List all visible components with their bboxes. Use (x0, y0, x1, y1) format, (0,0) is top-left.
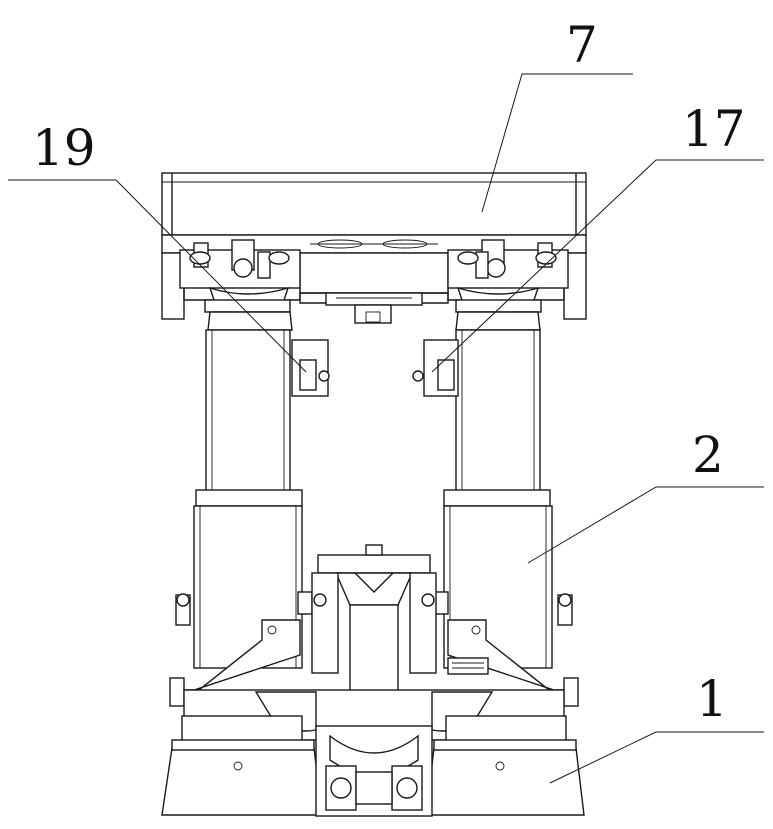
leader-17 (431, 159, 764, 373)
base (161, 725, 585, 817)
leader-lines (8, 73, 764, 784)
base-frame (169, 619, 579, 747)
leader-1 (549, 731, 764, 784)
label-part-17: 17 (682, 100, 746, 158)
label-part-2: 2 (692, 426, 724, 484)
left-clamp-assembly (179, 239, 301, 313)
central-link (311, 544, 437, 724)
leader-7 (481, 73, 633, 213)
label-part-1: 1 (696, 670, 728, 728)
labels: 7 19 17 2 1 (32, 16, 746, 728)
right-cylinder (412, 311, 573, 669)
left-cylinder (175, 311, 330, 669)
leader-2 (527, 486, 764, 564)
label-part-7: 7 (566, 16, 598, 74)
right-clamp-assembly (447, 239, 569, 313)
label-part-19: 19 (32, 119, 96, 177)
leader-19 (8, 179, 307, 373)
